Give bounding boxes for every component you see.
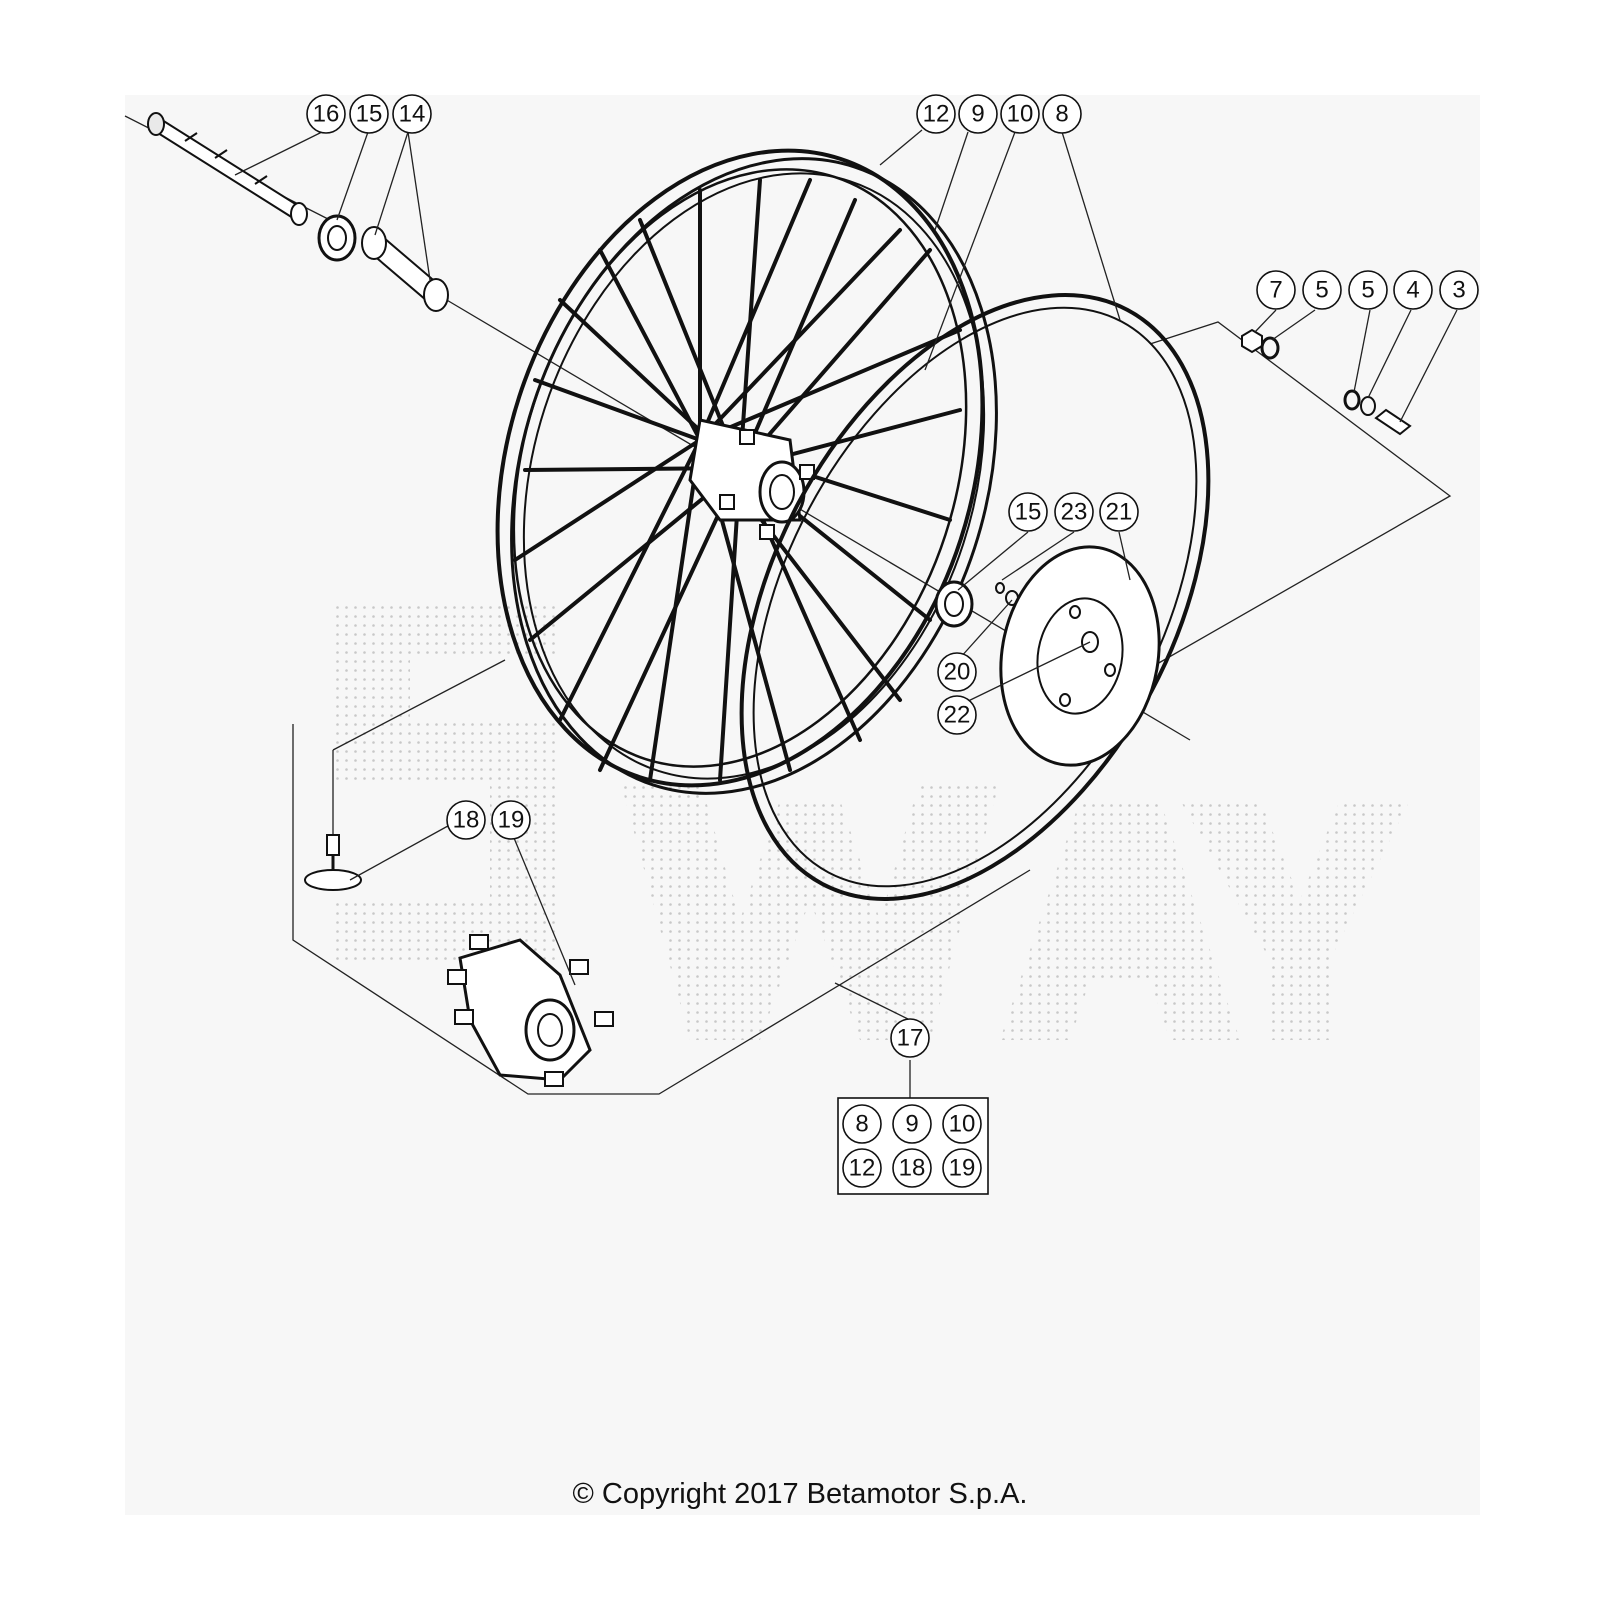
callout-19: 19: [491, 800, 531, 840]
svg-text:5: 5: [1361, 277, 1374, 304]
svg-text:16: 16: [313, 101, 340, 128]
callout-7: 7: [1256, 270, 1296, 310]
callout-12: 12: [916, 94, 956, 134]
svg-text:8: 8: [1055, 101, 1068, 128]
kit-item-8: 8: [842, 1104, 882, 1144]
callout-23: 23: [1054, 492, 1094, 532]
svg-text:12: 12: [923, 101, 950, 128]
callout-4: 4: [1393, 270, 1433, 310]
svg-text:15: 15: [356, 101, 383, 128]
callout-16: 16: [306, 94, 346, 134]
svg-text:10: 10: [949, 1111, 976, 1138]
wheel-hub: [447, 934, 614, 1087]
svg-text:9: 9: [905, 1111, 918, 1138]
callout-leaders: [234, 129, 1458, 1100]
kit-item-18: 18: [892, 1148, 932, 1188]
copyright-notice: © Copyright 2017 Betamotor S.p.A.: [572, 1478, 1028, 1510]
svg-text:10: 10: [1007, 101, 1034, 128]
callout-22: 22: [937, 695, 977, 735]
svg-text:15: 15: [1015, 499, 1042, 526]
callout-5-b: 5: [1348, 270, 1388, 310]
brake-disc: [999, 545, 1161, 767]
wheel-bearing-right: [934, 580, 974, 628]
svg-text:22: 22: [944, 702, 971, 729]
kit-item-12: 12: [842, 1148, 882, 1188]
svg-text:5: 5: [1315, 277, 1328, 304]
tire-valve: [304, 834, 362, 891]
callout-20: 20: [937, 652, 977, 692]
kit-item-19: 19: [942, 1148, 982, 1188]
svg-text:21: 21: [1106, 499, 1133, 526]
disc-bolts-nuts: [1241, 328, 1412, 436]
svg-text:12: 12: [849, 1155, 876, 1182]
callout-18: 18: [446, 800, 486, 840]
svg-text:8: 8: [855, 1111, 868, 1138]
svg-text:18: 18: [899, 1155, 926, 1182]
callout-5-a: 5: [1302, 270, 1342, 310]
svg-text:14: 14: [399, 101, 426, 128]
svg-text:18: 18: [453, 807, 480, 834]
svg-text:19: 19: [498, 807, 525, 834]
callout-15: 15: [349, 94, 389, 134]
spacer-tube: [361, 226, 449, 312]
svg-text:3: 3: [1452, 277, 1465, 304]
kit-item-9: 9: [892, 1104, 932, 1144]
callout-15-b: 15: [1008, 492, 1048, 532]
callout-10: 10: [1000, 94, 1040, 134]
front-axle: [147, 112, 308, 226]
svg-text:9: 9: [971, 101, 984, 128]
callout-14: 14: [392, 94, 432, 134]
svg-text:4: 4: [1406, 277, 1419, 304]
callout-21: 21: [1099, 492, 1139, 532]
callout-8: 8: [1042, 94, 1082, 134]
svg-text:7: 7: [1269, 277, 1282, 304]
wheel-rim: [495, 148, 998, 795]
kit-item-10: 10: [942, 1104, 982, 1144]
callout-3: 3: [1439, 270, 1479, 310]
svg-text:19: 19: [949, 1155, 976, 1182]
callout-17: 17: [890, 1018, 930, 1058]
svg-text:23: 23: [1061, 499, 1088, 526]
svg-text:17: 17: [897, 1025, 924, 1052]
callout-9: 9: [958, 94, 998, 134]
wheel-bearing-left: [317, 214, 357, 262]
watermark: [335, 600, 1410, 1040]
svg-text:20: 20: [944, 659, 971, 686]
